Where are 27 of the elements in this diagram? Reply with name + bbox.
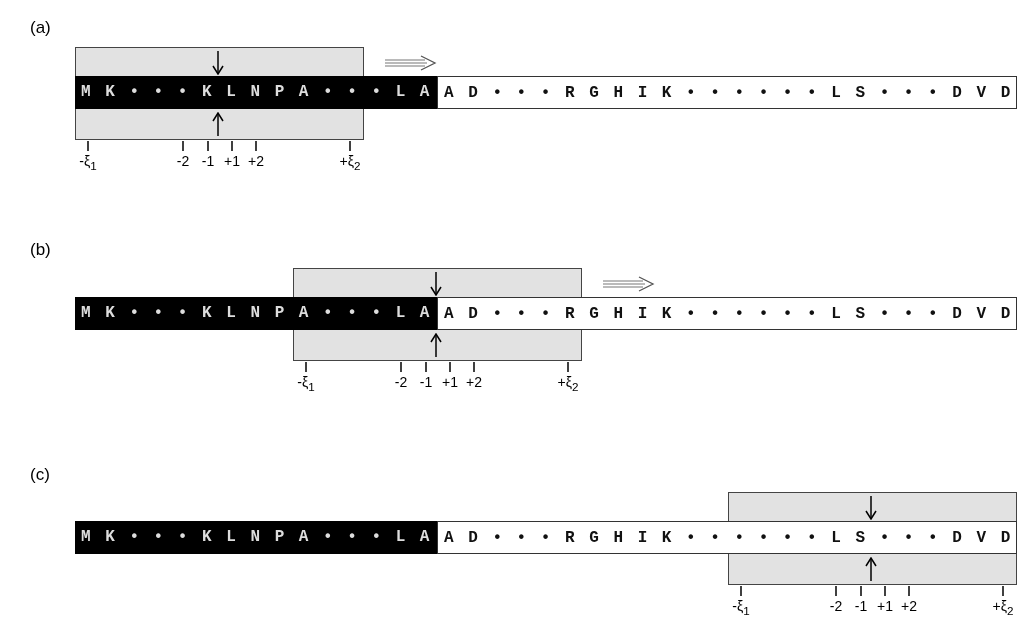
signal-sequence: M K • • • K L N P A • • • L A [75, 76, 437, 109]
position-label: -1 [854, 598, 868, 614]
position-label: +ξ$_{2}$ [557, 374, 579, 393]
position-label: -ξ$_{1}$ [79, 153, 97, 172]
position-label: +1 [877, 598, 893, 614]
signal-sequence: M K • • • K L N P A • • • L A [75, 521, 437, 554]
position-label: +ξ$_{2}$ [339, 153, 361, 172]
panel-label: (c) [30, 465, 50, 485]
position-label: -1 [419, 374, 433, 390]
mature-sequence: A D • • • R G H I K • • • • • • L S • • • D V D [437, 76, 1017, 109]
panel-label: (b) [30, 240, 51, 260]
position-label: +1 [224, 153, 240, 169]
position-label: +2 [901, 598, 917, 614]
position-label: -2 [829, 598, 843, 614]
signal-sequence: M K • • • K L N P A • • • L A [75, 297, 437, 330]
mature-sequence: A D • • • R G H I K • • • • • • L S • • • D V D [437, 521, 1017, 554]
panel-label: (a) [30, 18, 51, 38]
position-label: +2 [248, 153, 264, 169]
position-label: -ξ$_{1}$ [297, 374, 315, 393]
mature-sequence: A D • • • R G H I K • • • • • • L S • • • D V D [437, 297, 1017, 330]
position-label: -2 [394, 374, 408, 390]
position-label: +ξ$_{2}$ [992, 598, 1014, 617]
position-label: +2 [466, 374, 482, 390]
position-label: -2 [176, 153, 190, 169]
position-label: +1 [442, 374, 458, 390]
position-label: -ξ$_{1}$ [732, 598, 750, 617]
position-label: -1 [201, 153, 215, 169]
